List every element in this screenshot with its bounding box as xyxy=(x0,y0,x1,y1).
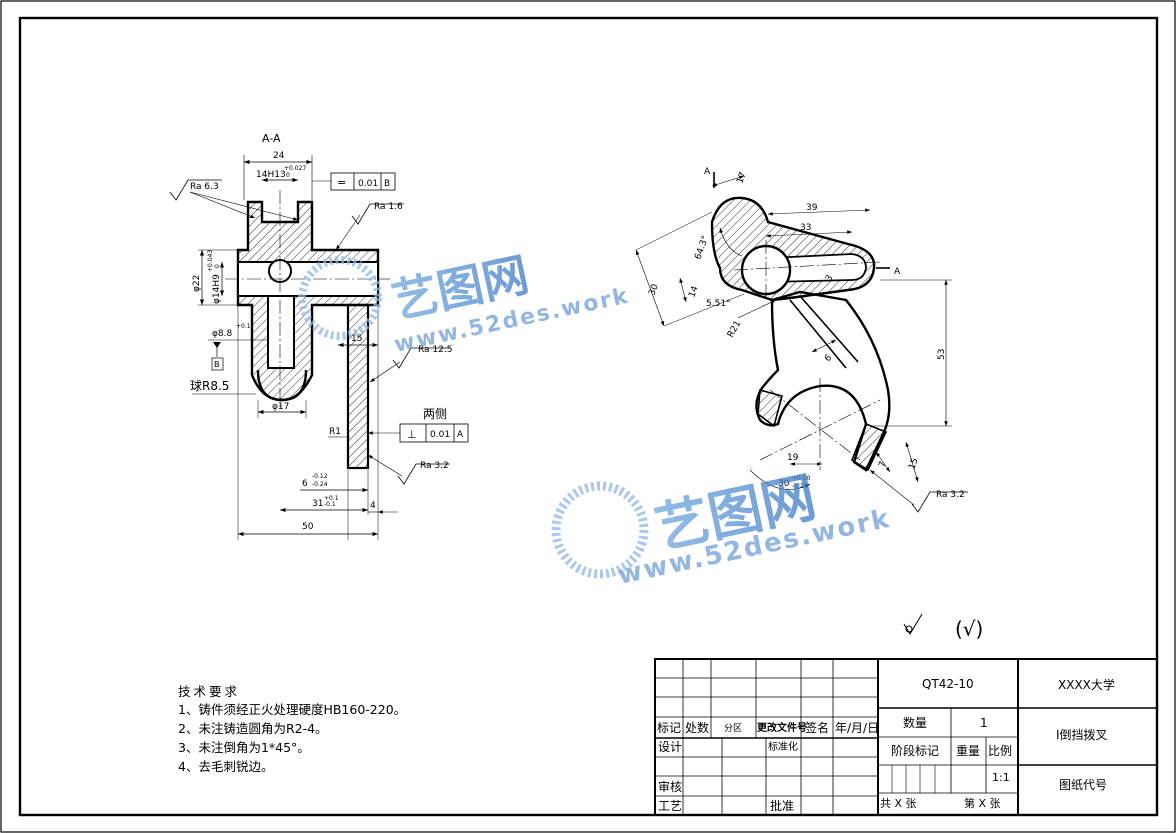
svg-text:标准化: 标准化 xyxy=(768,740,798,753)
svg-text:6: 6 xyxy=(823,353,834,364)
inner-border xyxy=(18,16,1159,817)
svg-text:+0.027: +0.027 xyxy=(284,165,306,172)
section-title: A-A xyxy=(262,132,281,145)
svg-text:Ra 3.2: Ra 3.2 xyxy=(420,461,449,471)
svg-text:7: 7 xyxy=(877,460,888,469)
title-block-text: QT42-10 XXXX大学 I倒挡拨叉 图纸代号 数量 1 阶段标记 重量 比… xyxy=(657,677,1115,813)
svg-text:33: 33 xyxy=(800,223,811,233)
svg-text:+0.043: +0.043 xyxy=(207,250,214,272)
section-view: A-A 24 14H13 +0.027 0 = 0.01 B xyxy=(169,132,469,540)
svg-text:64.3°: 64.3° xyxy=(693,235,711,261)
svg-text:处数: 处数 xyxy=(685,720,709,735)
ra-right-top: Ra 1.6 xyxy=(374,202,403,212)
svg-text:B: B xyxy=(384,179,390,189)
svg-text:30: 30 xyxy=(778,479,790,489)
svg-text:30: 30 xyxy=(647,283,660,297)
svg-text:数量: 数量 xyxy=(903,715,927,730)
svg-text:3: 3 xyxy=(824,274,836,284)
svg-text:-0.12: -0.12 xyxy=(312,473,328,480)
tech-item-4: 4、去毛刺锐边。 xyxy=(178,759,273,774)
svg-text:6: 6 xyxy=(302,479,308,489)
svg-text:批准: 批准 xyxy=(770,798,794,813)
svg-text:R1: R1 xyxy=(329,427,341,437)
svg-text:0.01: 0.01 xyxy=(430,430,450,440)
svg-text:Ra 12.5: Ra 12.5 xyxy=(418,345,452,355)
svg-text:-0.20: -0.20 xyxy=(792,483,808,490)
svg-text:50: 50 xyxy=(302,522,314,532)
svg-text:分区: 分区 xyxy=(724,723,742,734)
datum-b: B xyxy=(214,360,220,369)
svg-text:0: 0 xyxy=(214,264,221,268)
svg-text:+0.1: +0.1 xyxy=(324,495,339,502)
tb-part-name: I倒挡拨叉 xyxy=(1056,728,1108,742)
surface-note: (√) xyxy=(903,613,983,641)
svg-text:A: A xyxy=(704,167,711,177)
svg-text:14: 14 xyxy=(687,285,700,299)
svg-text:A: A xyxy=(457,430,464,440)
section-hole xyxy=(267,295,295,369)
tech-item-1: 1、铸件须经正火处理硬度HB160-220。 xyxy=(178,702,406,717)
both-sides: 两侧 xyxy=(423,407,447,421)
svg-text:更改文件号: 更改文件号 xyxy=(757,721,807,734)
symmetry-frame xyxy=(330,172,396,191)
svg-text:=: = xyxy=(337,176,346,189)
watermark-2: 艺图网 www.52des.work xyxy=(551,465,893,591)
ball-label: 球R8.5 xyxy=(190,379,229,393)
svg-text:19: 19 xyxy=(787,453,799,463)
svg-text:Ra 3.2: Ra 3.2 xyxy=(936,490,965,500)
title-block xyxy=(654,658,1158,816)
section-plate xyxy=(346,303,370,470)
main-view: A A 17 39 33 64.3° 30 14 5.51° 3 R21 6 5… xyxy=(635,167,968,513)
svg-text:φ22: φ22 xyxy=(192,275,202,292)
svg-text:第 X 张: 第 X 张 xyxy=(964,796,1001,810)
svg-text:⊥: ⊥ xyxy=(407,428,417,441)
svg-text:-0.1: -0.1 xyxy=(324,501,336,508)
tech-item-2: 2、未注铸造圆角为R2-4。 xyxy=(178,721,328,736)
svg-text:0.01: 0.01 xyxy=(358,179,378,189)
svg-text:1:1: 1:1 xyxy=(992,771,1010,784)
svg-text:15: 15 xyxy=(907,457,920,471)
svg-text:53: 53 xyxy=(937,349,947,360)
svg-text:+0.1: +0.1 xyxy=(236,323,251,330)
tb-material: QT42-10 xyxy=(922,677,974,691)
dim-14h13: 14H13 xyxy=(256,170,286,180)
tech-requirements: 技术要求 1、铸件须经正火处理硬度HB160-220。 2、未注铸造圆角为R2-… xyxy=(178,684,406,774)
svg-text:+0.50: +0.50 xyxy=(792,475,811,482)
svg-text:φ14H9: φ14H9 xyxy=(212,274,222,304)
svg-text:比例: 比例 xyxy=(988,744,1012,758)
svg-text:φ17: φ17 xyxy=(272,402,289,412)
svg-text:1: 1 xyxy=(980,716,988,730)
ra-left-top: Ra 6.3 xyxy=(190,182,219,192)
svg-text:(√): (√) xyxy=(955,617,983,641)
svg-text:设计: 设计 xyxy=(658,740,682,754)
svg-text:A: A xyxy=(894,267,901,277)
svg-text:阶段标记: 阶段标记 xyxy=(891,743,939,758)
svg-text:5.51°: 5.51° xyxy=(706,299,731,309)
tech-item-3: 3、未注倒角为1*45°。 xyxy=(178,740,310,755)
dim-24: 24 xyxy=(273,151,285,161)
svg-text:4: 4 xyxy=(370,501,376,511)
svg-text:-0.24: -0.24 xyxy=(312,481,328,488)
section-ball xyxy=(256,369,308,402)
svg-text:φ8.8: φ8.8 xyxy=(212,329,233,339)
svg-text:签名: 签名 xyxy=(805,720,829,735)
svg-text:R21: R21 xyxy=(726,319,744,339)
svg-text:39: 39 xyxy=(806,203,818,213)
svg-text:工艺: 工艺 xyxy=(658,799,682,813)
svg-text:17: 17 xyxy=(735,171,748,185)
tb-drawing-no: 图纸代号 xyxy=(1059,778,1107,792)
tech-title: 技术要求 xyxy=(178,684,240,699)
svg-text:0: 0 xyxy=(286,172,290,179)
svg-text:标记: 标记 xyxy=(657,721,681,735)
svg-text:年/月/日: 年/月/日 xyxy=(835,721,879,735)
fork-slot xyxy=(769,253,867,283)
tb-school: XXXX大学 xyxy=(1058,677,1115,692)
svg-text:31: 31 xyxy=(312,499,323,509)
svg-text:15: 15 xyxy=(351,334,362,344)
svg-text:共 X 张: 共 X 张 xyxy=(880,797,917,810)
svg-text:重量: 重量 xyxy=(956,744,980,758)
svg-text:审核: 审核 xyxy=(658,779,682,794)
